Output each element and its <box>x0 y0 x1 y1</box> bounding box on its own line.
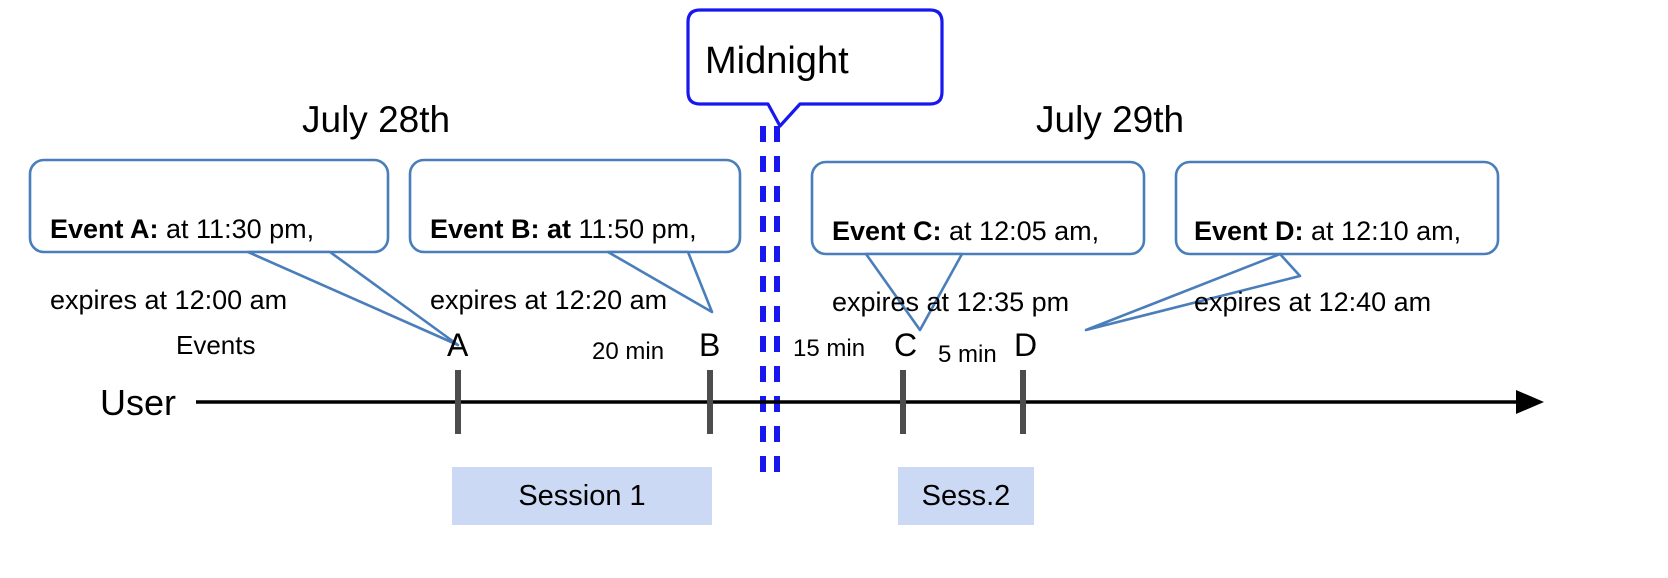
tick-label-d: D <box>1014 327 1038 363</box>
event-a-line2: expires at 12:00 am <box>50 284 288 315</box>
session-1-label: Session 1 <box>518 479 646 512</box>
event-b-line2: expires at 12:20 am <box>430 284 668 315</box>
event-d-rest: at 12:10 am, <box>1303 215 1462 246</box>
session-2-label: Sess.2 <box>921 479 1011 512</box>
date-header-right: July 29th <box>1036 99 1185 140</box>
gap-label-ab: 20 min <box>592 338 665 365</box>
tick-label-a: A <box>447 327 469 363</box>
event-b-tail <box>606 250 714 314</box>
gap-label-cd: 5 min <box>938 341 997 368</box>
event-a-rest: at 11:30 pm, <box>158 213 315 244</box>
axis-arrowhead <box>1516 390 1544 414</box>
event-b-callout-text: Event B: at 11:50 pm, expires at 12:20 a… <box>430 176 740 319</box>
event-c-callout-text: Event C: at 12:05 am, expires at 12:35 p… <box>832 178 1144 321</box>
event-a-tail <box>246 250 460 347</box>
midnight-divider <box>760 126 780 480</box>
event-a-callout-text: Event A: at 11:30 pm, expires at 12:00 a… <box>50 176 380 319</box>
event-c-bold: Event C: <box>832 215 942 246</box>
midnight-bubble <box>686 8 944 128</box>
event-b-rest: 11:50 pm, <box>571 213 697 244</box>
event-c-bubble <box>810 160 1146 256</box>
event-c-line2: expires at 12:35 pm <box>832 286 1070 317</box>
event-a-bubble <box>28 158 390 254</box>
tick-label-b: B <box>699 327 721 363</box>
event-c-tail <box>864 252 964 332</box>
midnight-callout-shape <box>686 8 944 128</box>
events-row-label: Events <box>176 330 256 360</box>
session-box-2: Sess.2 <box>898 467 1034 525</box>
midnight-label: Midnight <box>705 40 849 82</box>
event-b-bold: Event B: at <box>430 213 572 244</box>
event-d-tail <box>1084 252 1302 332</box>
event-a-bold: Event A: <box>50 213 159 244</box>
timeline-axis <box>196 390 1544 414</box>
event-d-line2: expires at 12:40 am <box>1194 286 1432 317</box>
axis-row-label: User <box>100 382 177 423</box>
event-c-rest: at 12:05 am, <box>941 215 1100 246</box>
session-box-1: Session 1 <box>452 467 712 525</box>
event-d-bubble <box>1174 160 1500 256</box>
event-b-bubble <box>408 158 742 254</box>
gap-label-bc: 15 min <box>793 335 866 362</box>
date-header-left: July 28th <box>302 99 451 140</box>
tick-label-c: C <box>894 327 918 363</box>
event-d-callout-text: Event D: at 12:10 am, expires at 12:40 a… <box>1194 178 1494 321</box>
event-d-bold: Event D: <box>1194 215 1304 246</box>
